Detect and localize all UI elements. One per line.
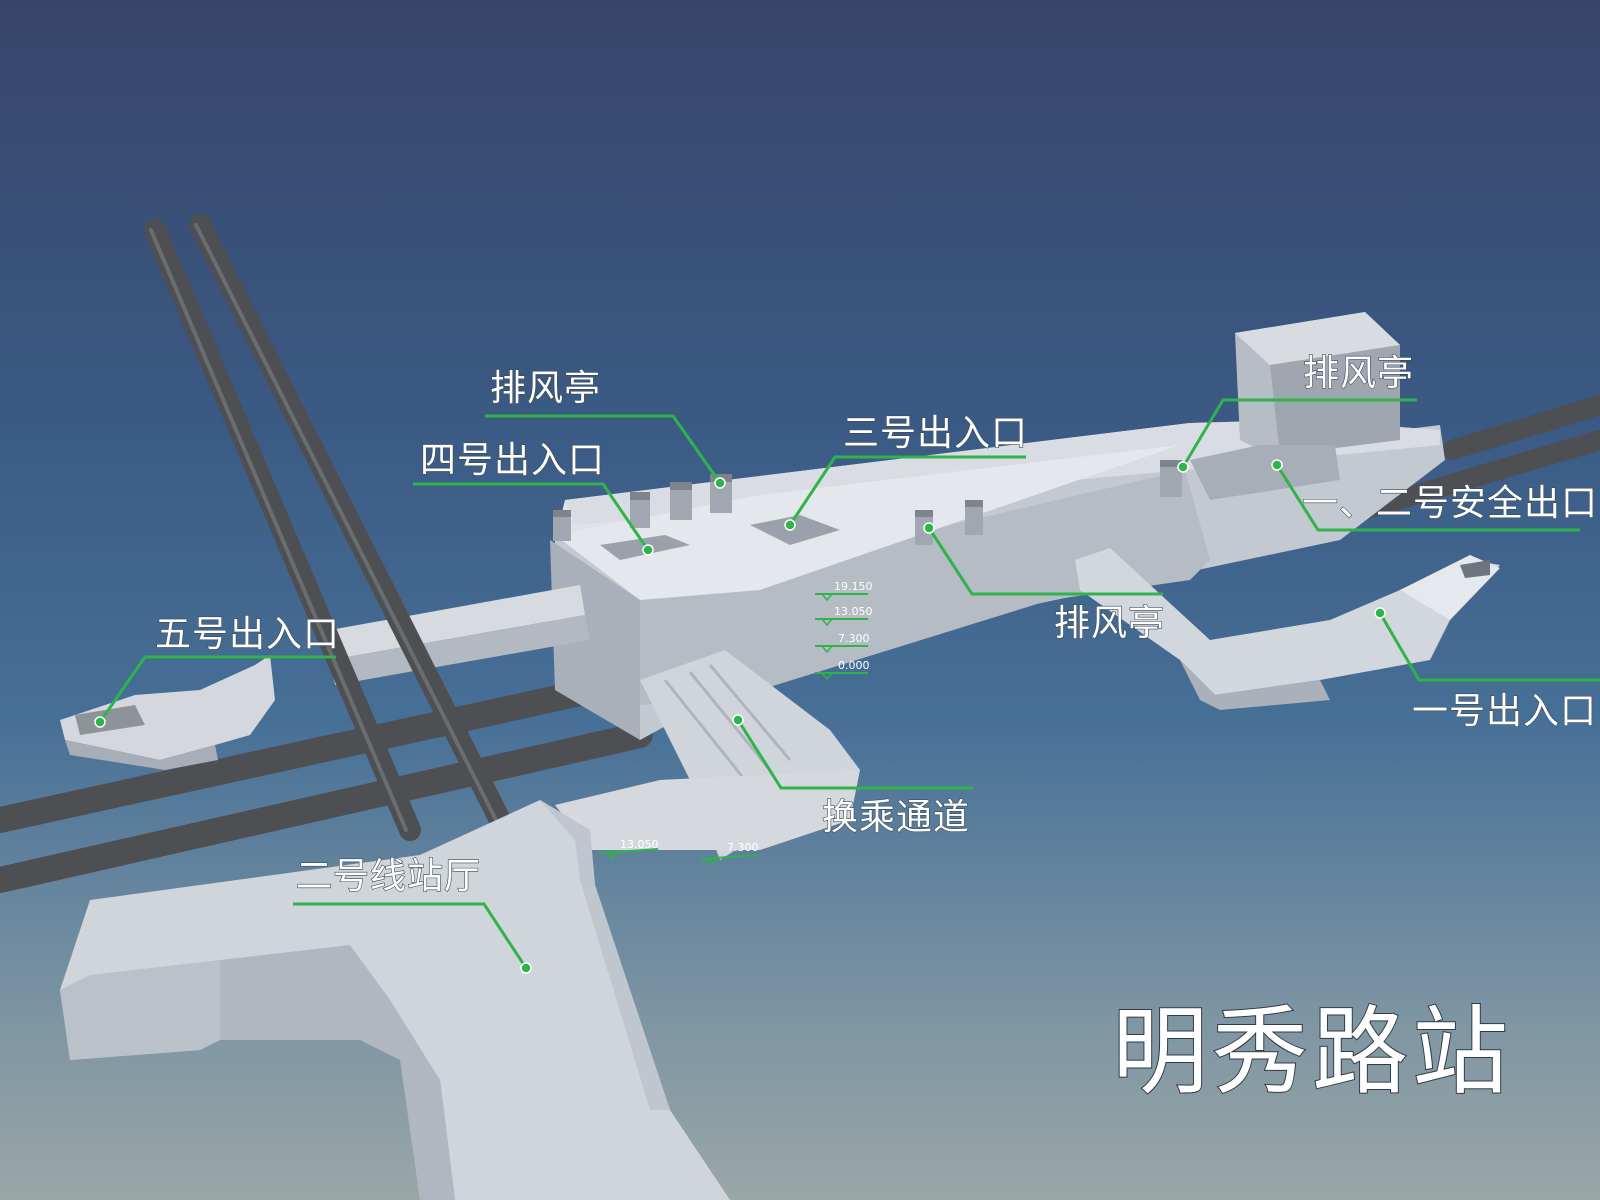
label-exit-1: 一号出入口 [1412,691,1597,732]
marker-dot [1177,461,1189,473]
marker-dot [1271,459,1283,471]
label-line-2-hall: 二号线站厅 [296,856,481,897]
label-exit-4: 四号出入口 [420,440,605,481]
elevation-label: 13.050 [834,605,873,618]
label-safety-exit: 一、二号安全出口 [1302,483,1598,524]
label-vent-2: 排风亭 [1303,353,1414,394]
label-vent-3: 排风亭 [1054,603,1165,644]
leader-vent-1 [485,414,722,484]
label-transfer: 换乘通道 [822,797,970,838]
elevation-label: 19.150 [834,580,873,593]
marker-dot [520,962,532,974]
marker-dot [94,716,106,728]
elevation-markers: 19.150 13.050 7.300 0.000 13.050 7.300 [599,580,873,867]
leader-line-2-hall [293,902,528,969]
marker-dot [1374,607,1386,619]
callout-labels: 排风亭 四号出入口 三号出入口 排风亭 一、二号安全出口 排风亭 五号出入口 一… [154,352,1598,897]
elevation-marker-1: 19.150 [815,580,873,602]
marker-dot [732,714,744,726]
cross-pipes [144,214,511,841]
leader-safety-exit [1275,464,1580,532]
label-vent-1: 排风亭 [490,368,601,409]
label-exit-5: 五号出入口 [155,614,340,655]
leader-lines [98,398,1600,969]
leader-vent-2 [1181,398,1417,468]
marker-dot [784,519,796,531]
elevation-marker-4: 0.000 [815,659,870,681]
elevation-label: 7.300 [727,841,759,854]
marker-dot [714,477,726,489]
elevation-marker-3: 7.300 [815,632,870,654]
leader-exit-3 [788,455,1026,526]
elevation-marker-2: 13.050 [815,605,873,627]
leader-vent-3 [927,527,1163,596]
elevation-label: 7.300 [838,632,870,645]
elevation-label: 0.000 [838,659,870,672]
transfer-channel [555,650,860,860]
elevation-marker-5: 13.050 [599,838,659,861]
marker-dot [642,544,654,556]
line-2-concourse [60,800,730,1200]
station-title: 明秀路站 [1112,996,1512,1108]
elevation-marker-6: 7.300 [699,841,759,867]
elevation-label: 13.050 [620,838,659,851]
leader-exit-5 [98,655,336,723]
leader-exit-1 [1378,612,1600,682]
leader-exit-4 [413,482,650,551]
leader-transfer [736,719,973,790]
label-exit-3: 三号出入口 [843,413,1028,454]
exit-5-passage [60,585,590,770]
marker-dot [923,522,935,534]
leader-dots [94,459,1386,974]
